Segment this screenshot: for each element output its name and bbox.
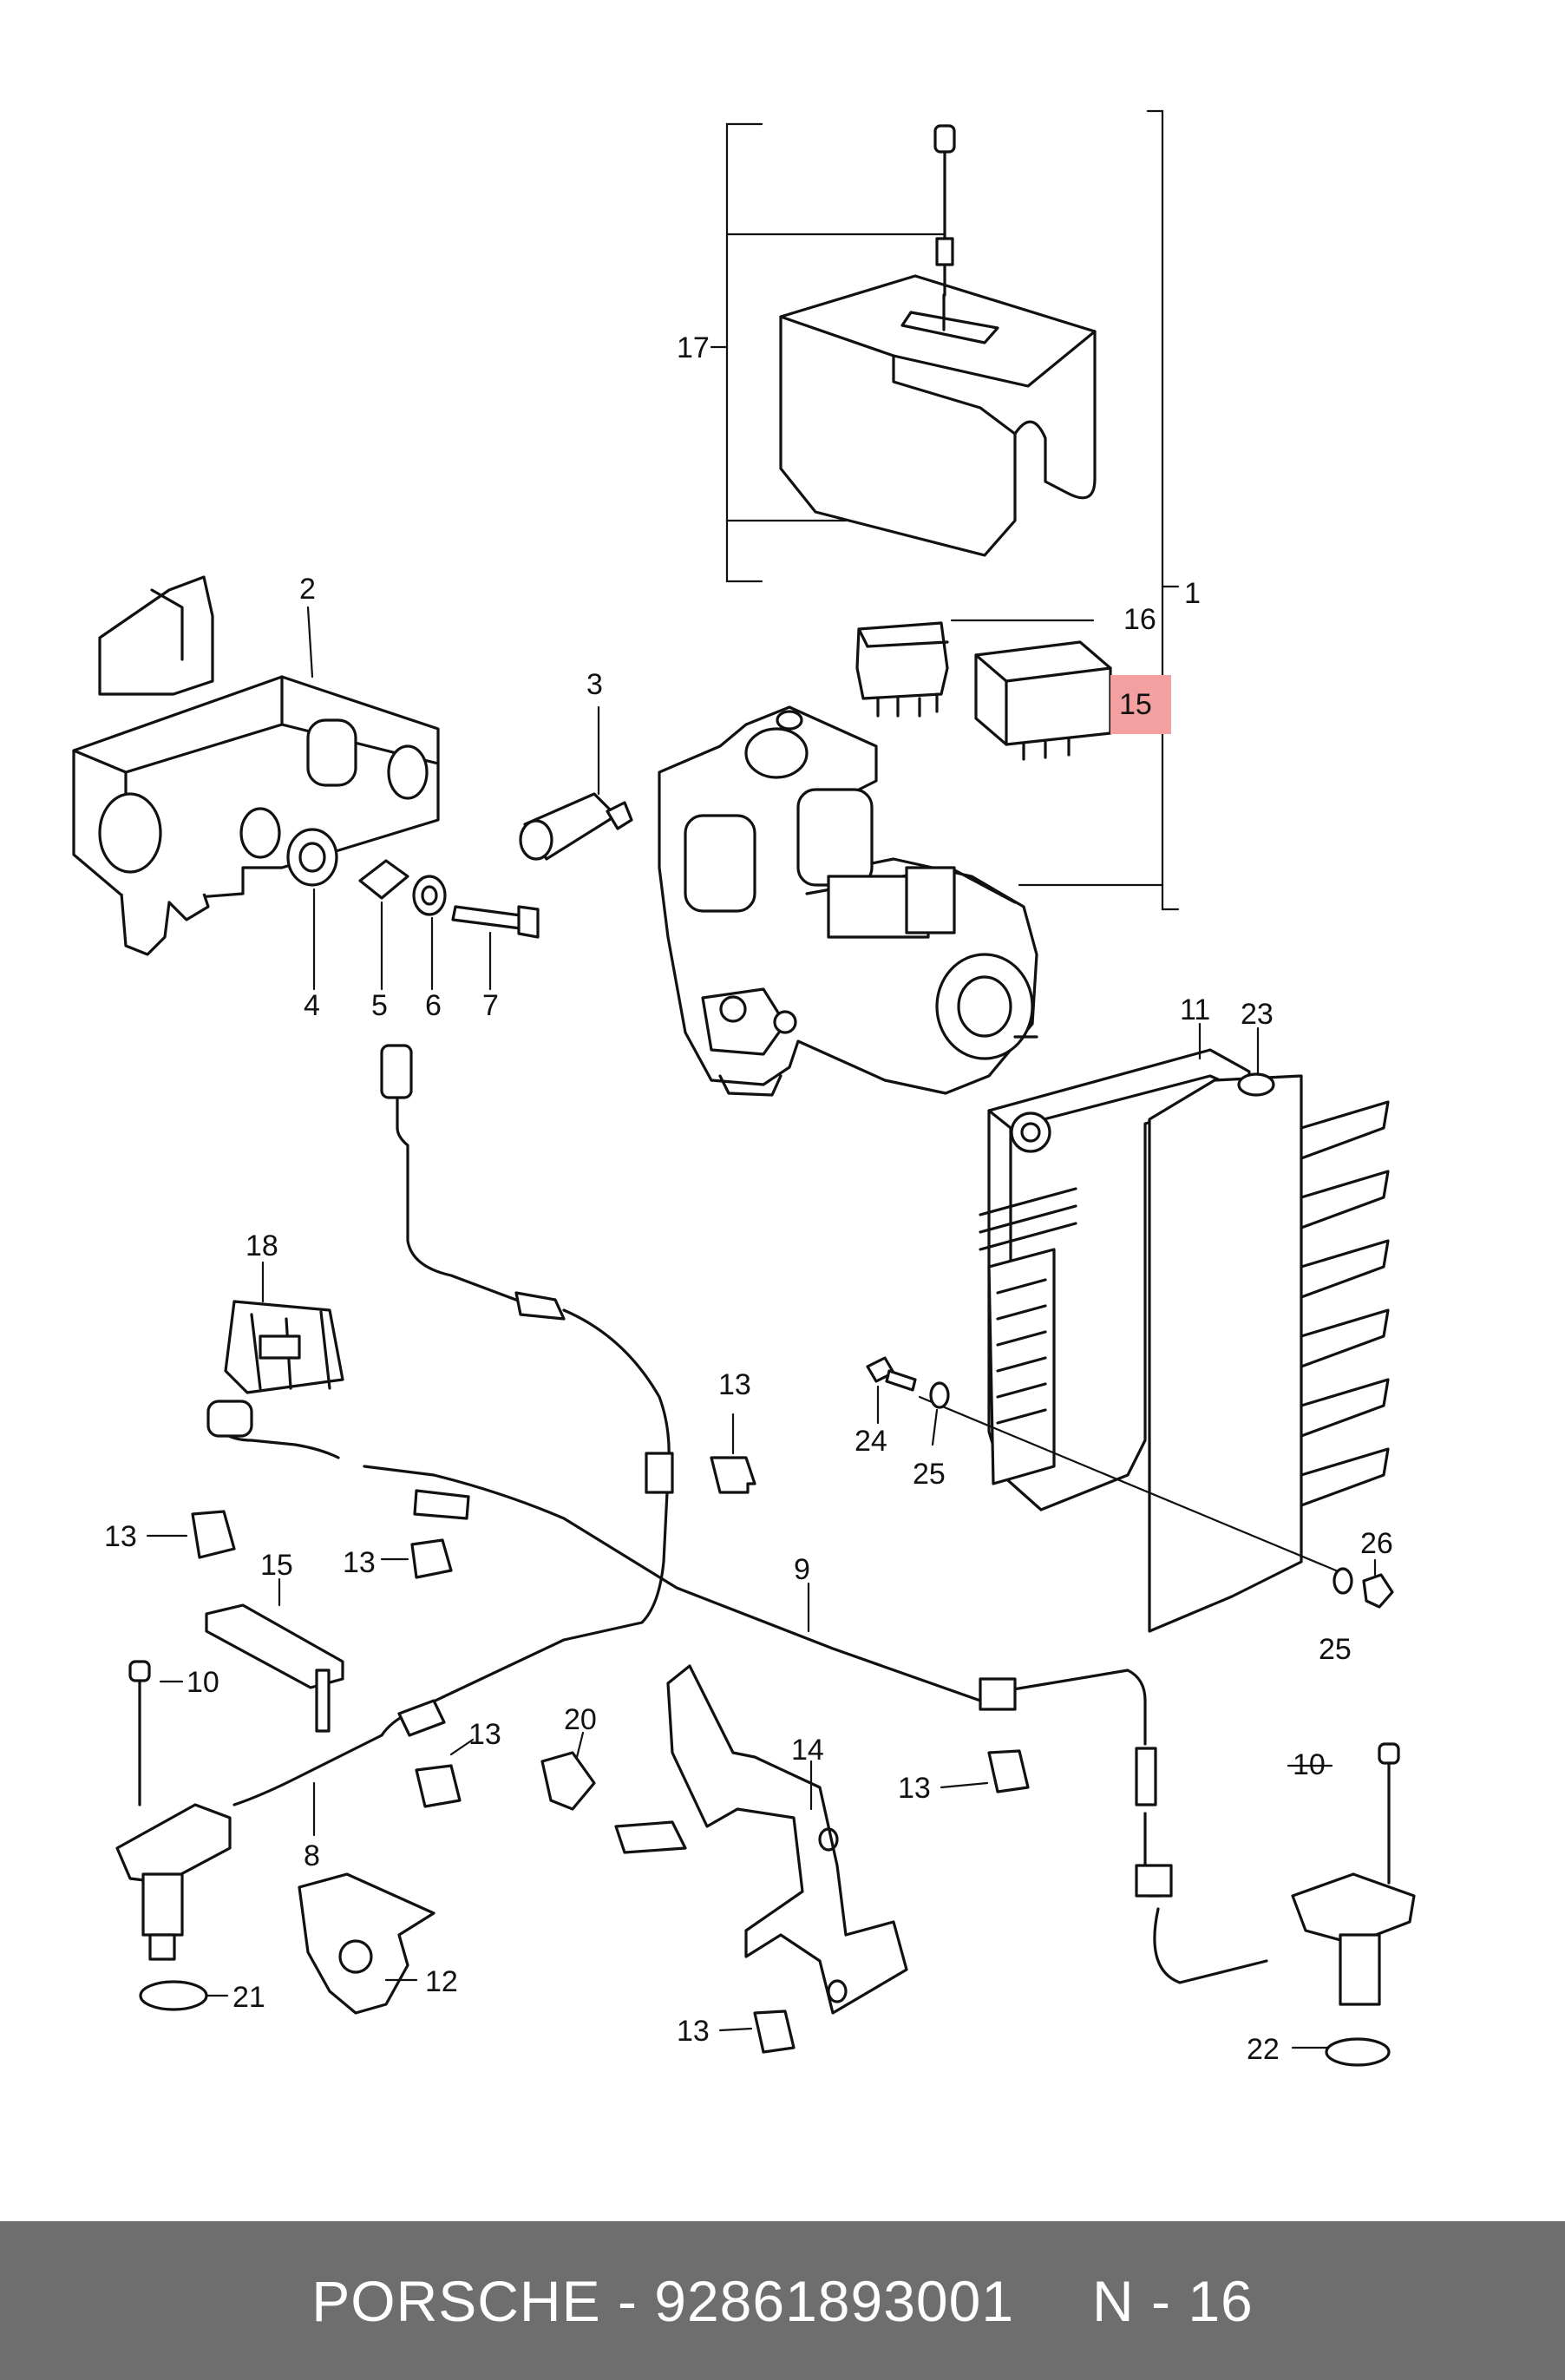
callout-24: 24 bbox=[855, 1425, 887, 1458]
sensor-wiring-part-9 bbox=[206, 1044, 1268, 1984]
callout-16-highlight bbox=[1110, 675, 1171, 734]
callout-8: 8 bbox=[304, 1839, 320, 1872]
callout-14: 14 bbox=[791, 1734, 824, 1767]
callout-4: 4 bbox=[304, 989, 320, 1022]
hydraulic-unit-part-1 bbox=[658, 705, 1038, 1097]
heat-sink-part-23 bbox=[918, 1026, 1390, 1633]
part-3 bbox=[519, 705, 633, 861]
callout-22: 21 bbox=[232, 1981, 265, 2014]
callout-13: 13 bbox=[343, 1546, 376, 1579]
page-reference: N - 16 bbox=[1092, 2268, 1254, 2333]
caption-bar: PORSCHE - 92861893001 N - 16 bbox=[0, 2221, 1565, 2380]
callout-12: 12 bbox=[425, 1965, 458, 1998]
callout-5: 5 bbox=[371, 989, 388, 1022]
bracket-part-14 bbox=[614, 1664, 908, 2015]
sensor-wiring-part-8 bbox=[232, 1638, 566, 1837]
bracket-part-1 bbox=[725, 109, 1180, 911]
callout-25: 25 bbox=[1319, 1633, 1352, 1666]
parts-diagram: 17 16 1 15 2 3 4 5 6 7 11 23 18 13 24 25… bbox=[72, 109, 1416, 2067]
callout-labels: 17 16 1 15 2 3 4 5 6 7 11 23 18 13 24 25… bbox=[104, 331, 1393, 2066]
callout-10: 10 bbox=[1293, 1748, 1326, 1781]
callout-16: 15 bbox=[1119, 688, 1152, 721]
speed-sensor-right bbox=[1287, 1742, 1416, 2067]
parts-24-26 bbox=[866, 1356, 1394, 1609]
callout-9: 9 bbox=[794, 1553, 810, 1586]
parts-4-7 bbox=[286, 828, 540, 991]
callout-10: 10 bbox=[187, 1666, 219, 1699]
control-unit-part-11 bbox=[979, 1022, 1251, 1511]
callout-6: 6 bbox=[425, 989, 442, 1022]
plate-part-15 bbox=[205, 1577, 344, 1733]
callout-15: 15 bbox=[260, 1549, 293, 1582]
callout-21: 20 bbox=[564, 1703, 597, 1736]
callout-18: 17 bbox=[677, 331, 710, 364]
cover-part-18 bbox=[710, 124, 1097, 557]
part-number-caption: PORSCHE - 92861893001 bbox=[311, 2268, 1015, 2333]
speed-sensor-left bbox=[115, 1660, 232, 2011]
callout-25: 25 bbox=[913, 1458, 946, 1491]
callout-3: 3 bbox=[586, 668, 603, 701]
callout-2: 2 bbox=[299, 573, 316, 606]
callout-13: 13 bbox=[677, 2015, 710, 2048]
callout-13: 13 bbox=[104, 1520, 137, 1553]
relay-part-17 bbox=[855, 619, 1095, 718]
callout-11: 11 bbox=[1180, 993, 1210, 1026]
clip-part-13 bbox=[146, 1413, 1030, 2054]
bracket-part-12 bbox=[298, 1872, 435, 2015]
relay-part-16 bbox=[974, 640, 1171, 761]
callout-23: 23 bbox=[1241, 998, 1274, 1031]
clamp-part-21 bbox=[540, 1731, 596, 1811]
bracket-part-2 bbox=[72, 575, 440, 956]
callout-26: 26 bbox=[1360, 1527, 1393, 1560]
callout-17: 16 bbox=[1123, 603, 1156, 636]
callout-20: 18 bbox=[246, 1229, 278, 1262]
callout-13: 13 bbox=[718, 1368, 751, 1401]
clamp-part-20 bbox=[224, 1261, 344, 1394]
callout-1: 1 bbox=[1184, 577, 1201, 610]
callout-13: 13 bbox=[468, 1718, 501, 1751]
callout-22: 22 bbox=[1247, 2033, 1280, 2066]
callout-13: 13 bbox=[898, 1772, 931, 1805]
callout-7: 7 bbox=[482, 989, 499, 1022]
